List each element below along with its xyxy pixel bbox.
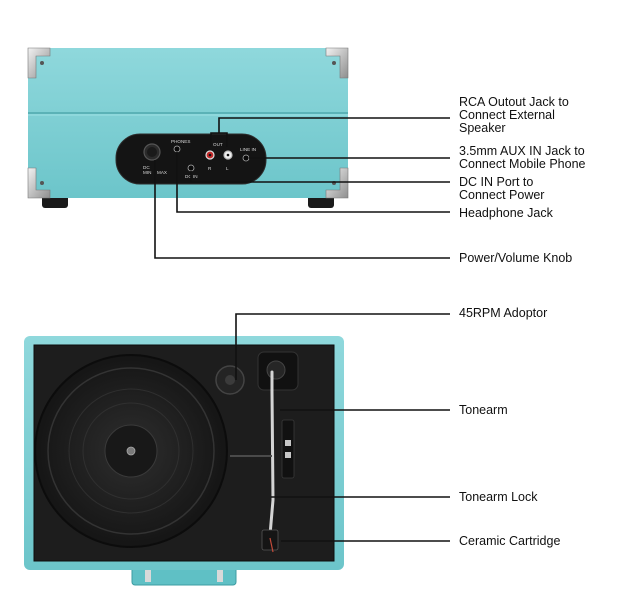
callout-tonearm-lock: Tonearm Lock [459, 490, 538, 504]
leader-lines [154, 117, 450, 542]
panel-marking-out: OUT [213, 142, 223, 147]
panel-marking-r: R [208, 166, 212, 171]
callout-headphone: Headphone Jack [459, 206, 553, 220]
panel-marking-min: MIN [143, 170, 151, 175]
turntable-top-view [24, 336, 344, 586]
callout-power-volume: Power/Volume Knob [459, 251, 573, 265]
case-back-view: DC MIN MAX PHONES DC IN OUT R L LINE IN [27, 47, 349, 208]
panel-marking-l: L [226, 166, 229, 171]
callout-aux-in: 3.5mm AUX IN Jack to Connect Mobile Phon… [459, 144, 586, 171]
leader-adaptor [235, 313, 450, 380]
corner-bottom-right [325, 167, 349, 199]
leader-headphone [176, 152, 450, 213]
leader-power-volume [154, 160, 450, 259]
dc-in-port [187, 164, 195, 172]
case-body [28, 48, 348, 198]
corner-top-left [27, 47, 51, 79]
tonearm-rest [281, 419, 295, 479]
corner-top-right [325, 47, 349, 79]
panel-marking-line-in: LINE IN [240, 147, 256, 152]
callout-rca-out: RCA Outout Jack to Connect External Spea… [459, 95, 569, 135]
callout-dc-in: DC IN Port to Connect Power [459, 175, 545, 202]
corner-bottom-left [27, 167, 51, 199]
headphone-jack [173, 145, 181, 153]
panel-marking-phones: PHONES [171, 139, 190, 144]
spindle [126, 446, 136, 456]
line-in-jack [242, 154, 250, 162]
tonearm [268, 370, 275, 537]
panel-marking-dc: DC [143, 165, 150, 170]
leader-dc-in [190, 171, 450, 183]
callout-adaptor: 45RPM Adoptor [459, 306, 548, 320]
callout-cartridge: Ceramic Cartridge [459, 534, 561, 548]
panel-marking-max: MAX [157, 170, 167, 175]
callout-tonearm: Tonearm [459, 403, 508, 417]
